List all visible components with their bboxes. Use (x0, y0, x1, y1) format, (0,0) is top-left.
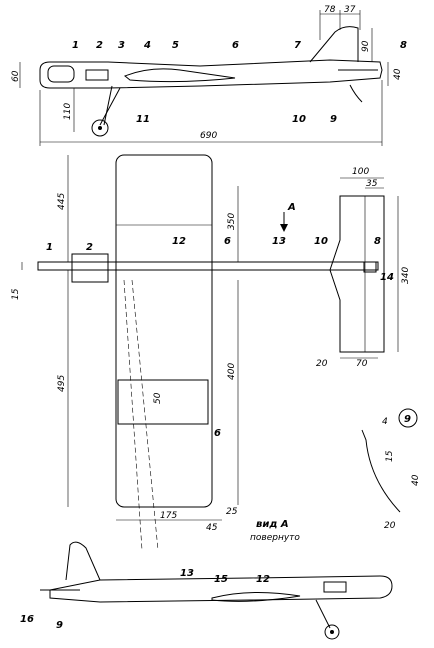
dim-25: 25 (226, 507, 238, 517)
callout-3: 3 (118, 40, 125, 51)
callout-11: 11 (136, 114, 150, 125)
view-a: вид А повернуто 13 15 12 16 9 (20, 519, 393, 640)
callout-5: 5 (172, 40, 179, 51)
callout-15: 15 (214, 574, 228, 585)
elevator-horn (363, 261, 377, 273)
dim-110: 110 (63, 103, 73, 120)
callout-10: 10 (292, 114, 306, 125)
callout-12: 12 (172, 236, 186, 247)
fuselage-side (39, 59, 383, 89)
dim-400: 400 (227, 363, 237, 380)
dim-4: 4 (382, 417, 388, 427)
dim-40-detail: 40 (411, 474, 421, 486)
dim-340: 340 (401, 267, 411, 284)
dim-15-detail: 15 (385, 450, 395, 462)
dim-495: 495 (57, 375, 67, 392)
view-a-caption-2: повернуто (250, 533, 300, 543)
dim-20: 20 (316, 359, 328, 369)
wing-profile (124, 68, 236, 83)
detail-label: 9 (404, 414, 411, 425)
engine-mount (71, 253, 109, 283)
dim-350: 350 (227, 213, 237, 230)
fuselage-plan (37, 261, 379, 271)
callout-7: 7 (294, 40, 301, 51)
dim-78: 78 (324, 5, 336, 15)
dim-45: 45 (206, 523, 218, 533)
view-a-caption: вид А (256, 519, 289, 530)
wing-plan (115, 154, 213, 508)
dim-20-detail: 20 (384, 521, 396, 531)
tank-box (85, 69, 109, 81)
callout-9: 9 (330, 114, 337, 125)
landing-gear-leg (99, 87, 121, 126)
wheel (91, 119, 109, 137)
tail-skid (349, 84, 363, 103)
dim-445: 445 (57, 193, 67, 210)
callout-10: 10 (314, 236, 328, 247)
view-arrow-label: A (287, 202, 296, 213)
dim-100: 100 (352, 167, 369, 177)
dim-70: 70 (356, 359, 368, 369)
callout-6: 6 (232, 40, 239, 51)
callout-8: 8 (374, 236, 381, 247)
callout-12: 12 (256, 574, 270, 585)
dim-60: 60 (11, 70, 21, 82)
wing-center-panel (117, 379, 209, 425)
wheel-view-a (324, 624, 340, 640)
callout-9: 9 (56, 620, 63, 631)
skid-profile (361, 429, 401, 513)
plan-view: 445 495 15 350 400 50 175 45 25 100 35 3… (11, 154, 411, 551)
callout-13: 13 (272, 236, 286, 247)
dim-175: 175 (160, 511, 177, 521)
dim-37: 37 (344, 5, 356, 15)
dim-690: 690 (200, 131, 217, 141)
callout-16: 16 (20, 614, 34, 625)
dim-40: 40 (393, 68, 403, 80)
callout-13: 13 (180, 568, 194, 579)
fin (309, 26, 359, 63)
engine-window (47, 65, 75, 83)
callout-8: 8 (400, 40, 407, 51)
callout-2: 2 (86, 242, 93, 253)
dim-50: 50 (153, 392, 163, 404)
callout-4: 4 (143, 40, 151, 51)
fin-view-a (65, 541, 101, 581)
callout-1: 1 (46, 242, 53, 253)
dim-15: 15 (11, 288, 21, 300)
detail-9: 9 4 15 40 20 (361, 408, 421, 531)
stabilizer-plan (329, 195, 385, 353)
callout-6b: 6 (214, 428, 221, 439)
callout-14: 14 (380, 272, 394, 283)
dim-35: 35 (366, 179, 378, 189)
callout-6a: 6 (224, 236, 231, 247)
callout-2: 2 (96, 40, 103, 51)
dim-90: 90 (361, 40, 371, 52)
side-view: 78 37 90 40 60 110 690 1 2 3 4 5 6 7 8 9… (11, 5, 407, 146)
fuselage-view-a (49, 575, 393, 603)
callout-1: 1 (72, 40, 79, 51)
